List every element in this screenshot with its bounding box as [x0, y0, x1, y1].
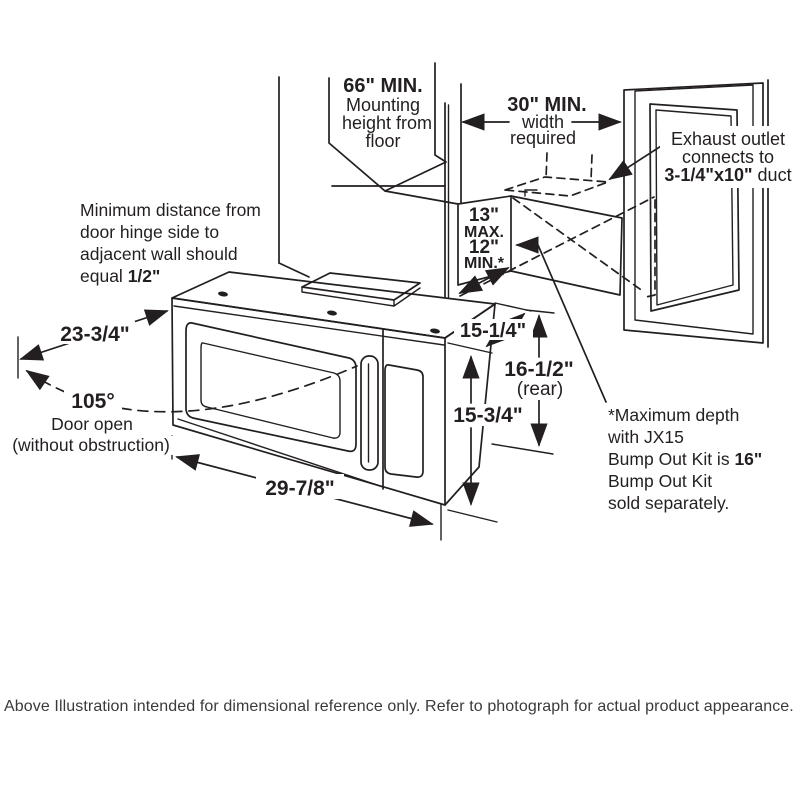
- door-swing-label: Door open: [51, 414, 133, 434]
- hinge-note: adjacent wall should: [80, 244, 238, 264]
- width-required-label: required: [510, 128, 576, 148]
- mounting-height-pointer: [328, 62, 447, 192]
- door-window-outer: [185, 322, 357, 453]
- bumpout-note: Bump Out Kit: [608, 471, 712, 491]
- wall-duct-outline: [645, 199, 656, 298]
- cabinet-and-wall-lines: [278, 76, 462, 298]
- rear-recess-wall: [457, 195, 623, 296]
- top-vent-dot: [430, 328, 440, 334]
- door-handle: [360, 355, 379, 471]
- recess-depth-arrow: [458, 267, 510, 294]
- labels: 66" MIN. Mounting height from floor 30" …: [12, 75, 791, 513]
- width-required-label: 30" MIN.: [507, 94, 587, 116]
- duct-transition-outline: [504, 176, 609, 197]
- width-required-label: width: [521, 112, 564, 132]
- right-cabinet-panel: [623, 79, 769, 348]
- microwave-body: [171, 271, 496, 506]
- label-backings: [8, 126, 798, 499]
- dim-rear-height-qualifier: (rear): [517, 379, 563, 400]
- hinge-note: Minimum distance from: [80, 200, 261, 220]
- microwave-front-face: [171, 297, 446, 506]
- mounting-height-label: 66" MIN.: [343, 75, 423, 97]
- dim-top-depth: 23-3/4": [60, 323, 130, 346]
- hinge-note: door hinge side to: [80, 222, 219, 242]
- bumpout-leader: [515, 236, 607, 403]
- recess-max-value: 13": [469, 205, 499, 226]
- dashed-duct-lines: [459, 152, 656, 298]
- door-swing-angle: 105°: [71, 390, 114, 413]
- door-swing-arc: [25, 365, 358, 413]
- bumpout-note: Bump Out Kit is 16": [608, 449, 762, 469]
- control-panel: [384, 364, 424, 478]
- bumpout-note: *Maximum depth: [608, 405, 739, 425]
- exhaust-label: Exhaust outlet: [671, 129, 785, 149]
- exhaust-label: connects to: [682, 147, 774, 167]
- dim-front-width: 29-7/8": [265, 477, 335, 500]
- recess-min-value: 12": [469, 237, 499, 258]
- top-vent-dot: [218, 291, 228, 297]
- top-duct-plate: [301, 272, 421, 301]
- bumpout-note: sold separately.: [608, 493, 729, 513]
- mounting-height-label: height from: [342, 113, 432, 133]
- dim-top-rear-depth: 15-1/4": [460, 320, 526, 342]
- mounting-height-label: Mounting: [346, 95, 420, 115]
- door-window-inner: [200, 342, 341, 439]
- hinge-note: equal 1/2": [80, 266, 160, 286]
- dim-rear-height: 16-1/2": [504, 358, 574, 381]
- exhaust-label: 3-1/4"x10" duct: [664, 165, 791, 185]
- dim-front-height: 15-3/4": [453, 404, 523, 427]
- recess-min-label: MIN.*: [464, 255, 505, 272]
- recess-max-label: MAX.: [464, 224, 504, 241]
- reference-caption: Above Illustration intended for dimensio…: [4, 698, 794, 715]
- mounting-height-label: floor: [365, 131, 400, 151]
- bumpout-note: with JX15: [607, 427, 684, 447]
- door-swing-label: (without obstruction): [12, 435, 170, 455]
- top-vent-dot: [327, 310, 337, 316]
- extension-ticks: [17, 302, 555, 541]
